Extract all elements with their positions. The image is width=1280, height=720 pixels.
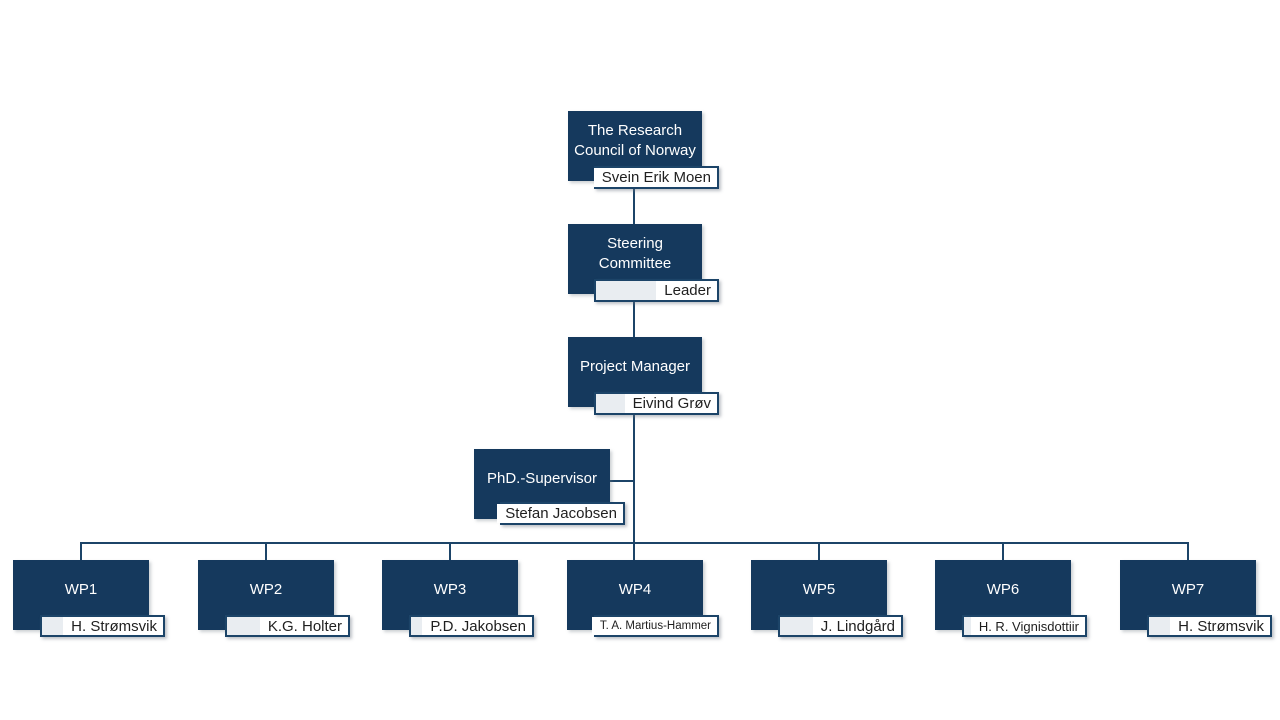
node-title-line: WP3 [433, 580, 467, 598]
person-box-wp1[interactable]: H. Strømsvik [40, 615, 165, 637]
connector-stub-wp6 [1002, 542, 1004, 561]
node-title-line: The Research [587, 121, 683, 139]
node-title-line: WP4 [618, 580, 652, 598]
person-name: Stefan Jacobsen [497, 504, 623, 523]
connector-rcn-steering [633, 189, 635, 225]
node-title-line: Project Manager [579, 357, 691, 375]
node-title-line: WP7 [1171, 580, 1205, 598]
connector-stub-wp5 [818, 542, 820, 561]
connector-stub-wp1 [80, 542, 82, 561]
connector-steering-pm [633, 302, 635, 338]
person-name: T. A. Martius-Hammer [591, 617, 717, 635]
connector-stub-wp2 [265, 542, 267, 561]
person-box-wp4[interactable]: T. A. Martius-Hammer [591, 615, 719, 637]
node-title-line: WP2 [249, 580, 283, 598]
person-box-research-council[interactable]: Svein Erik Moen [593, 166, 719, 189]
person-box-wp2[interactable]: K.G. Holter [225, 615, 350, 637]
person-box-wp5[interactable]: J. Lindgård [778, 615, 903, 637]
person-name: Svein Erik Moen [593, 168, 717, 187]
connector-stub-wp3 [449, 542, 451, 561]
connector-stub-wp7 [1187, 542, 1189, 561]
node-title-line: Council of Norway [574, 141, 696, 159]
person-name: J. Lindgård [812, 617, 901, 635]
node-title-line: WP6 [986, 580, 1020, 598]
node-title-line: Steering [607, 234, 663, 252]
person-box-phd-supervisor[interactable]: Stefan Jacobsen [497, 502, 625, 525]
person-name: K.G. Holter [259, 617, 348, 635]
connector-stub-wp4 [633, 542, 635, 561]
connector-pm-wps [633, 414, 635, 544]
connector-phd-branch [608, 480, 635, 482]
person-box-wp6[interactable]: H. R. Vignisdottiir [962, 615, 1087, 637]
person-box-steering-committee[interactable]: Leader [594, 279, 719, 302]
person-name: H. Strømsvik [1170, 617, 1270, 635]
person-name: P.D. Jakobsen [422, 617, 532, 635]
person-name: Leader [656, 281, 717, 300]
person-name: H. Strømsvik [63, 617, 163, 635]
node-title-line: PhD.-Supervisor [486, 469, 598, 487]
node-title-line: Committee [598, 254, 672, 272]
person-box-wp7[interactable]: H. Strømsvik [1147, 615, 1272, 637]
node-title-line: WP1 [64, 580, 98, 598]
node-title-line: WP5 [802, 580, 836, 598]
person-name: H. R. Vignisdottiir [970, 617, 1085, 635]
person-box-project-manager[interactable]: Eivind Grøv [594, 392, 719, 415]
person-box-wp3[interactable]: P.D. Jakobsen [409, 615, 534, 637]
person-name: Eivind Grøv [624, 394, 717, 413]
